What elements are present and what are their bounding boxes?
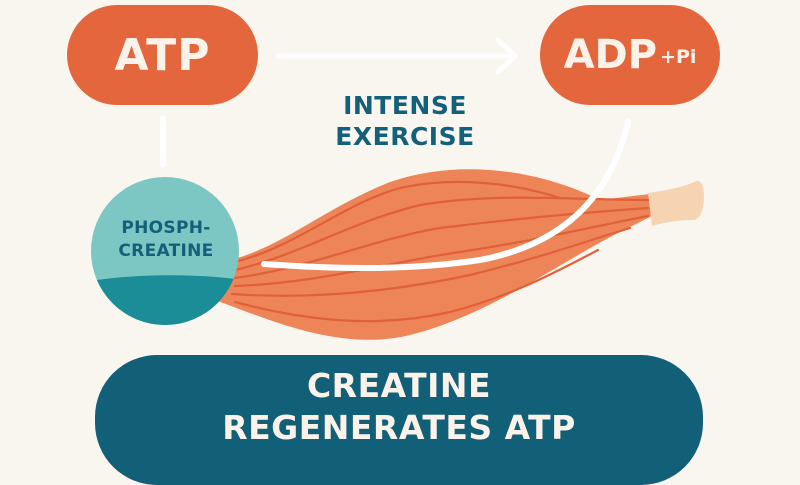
summary-banner: CREATINE REGENERATES ATP [95,355,703,485]
adp-return-curve [261,119,631,271]
phosphocreatine-line-2: CREATINE [118,241,214,261]
diagram-illustration [91,37,704,340]
adp-node: ADP +Pi [540,5,720,105]
exercise-line-1: INTENSE [343,91,467,120]
banner-line-2: REGENERATES ATP [222,408,576,447]
muscle-icon [215,169,704,340]
arrow-right-icon [275,37,518,75]
adp-label: ADP [563,32,658,78]
atp-label: ATP [114,29,211,81]
intense-exercise-label: INTENSE EXERCISE [300,90,510,152]
adp-phosphate-label: +Pi [660,46,697,68]
phosphocreatine-label: PHOSPH- CREATINE [92,217,240,263]
exercise-line-2: EXERCISE [335,122,475,151]
atp-node: ATP [67,5,258,105]
phosphocreatine-line-1: PHOSPH- [121,218,211,238]
banner-line-1: CREATINE [306,366,492,405]
